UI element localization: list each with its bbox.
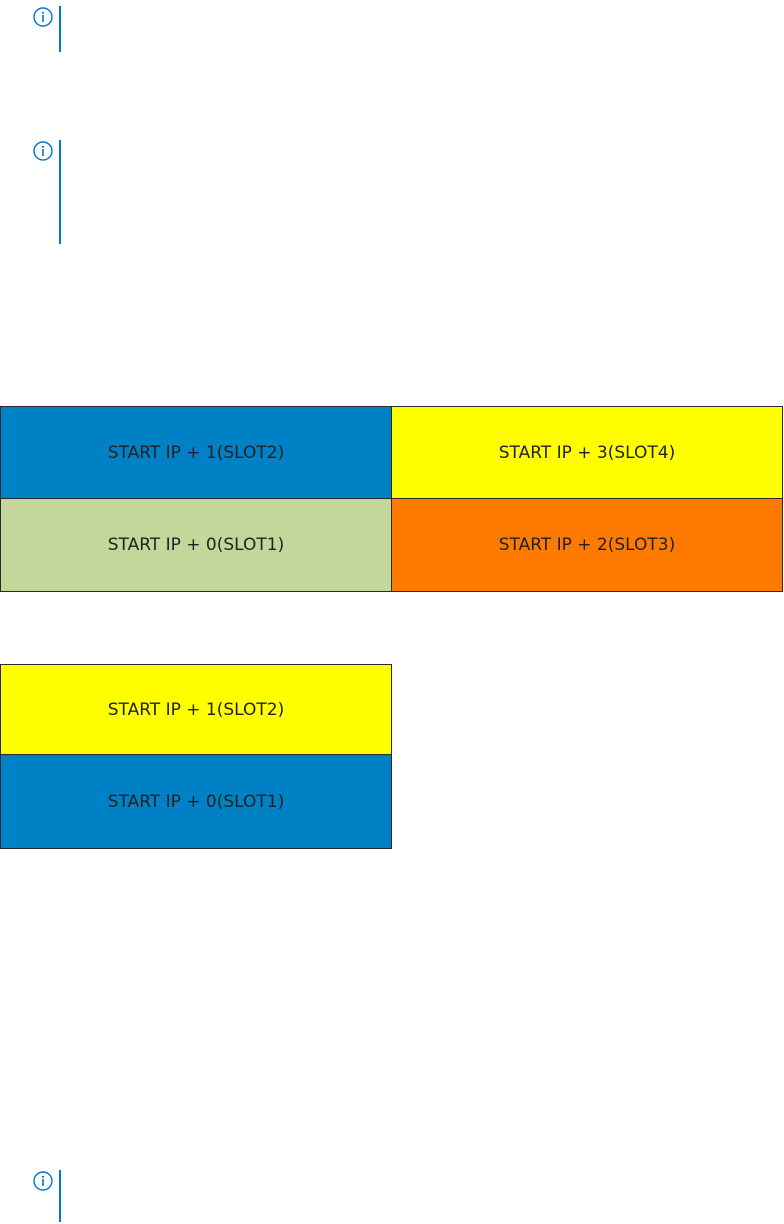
note-1 — [32, 6, 772, 52]
slot-cell: START IP + 0(SLOT1) — [1, 755, 391, 848]
slot-cell: START IP + 2(SLOT3) — [392, 499, 782, 591]
info-icon — [33, 1171, 53, 1191]
note-2 — [32, 140, 772, 244]
slot-cell: START IP + 0(SLOT1) — [1, 499, 392, 591]
slot-cell: START IP + 1(SLOT2) — [1, 665, 391, 755]
note-bar — [59, 6, 61, 52]
two-slot-diagram: START IP + 1(SLOT2) START IP + 0(SLOT1) — [0, 664, 392, 849]
four-slot-diagram: START IP + 1(SLOT2) START IP + 3(SLOT4) … — [0, 406, 783, 592]
slot-cell: START IP + 3(SLOT4) — [392, 407, 782, 499]
slot-cell: START IP + 1(SLOT2) — [1, 407, 392, 499]
info-icon — [33, 7, 53, 27]
note-bar — [59, 1170, 61, 1222]
info-icon — [33, 141, 53, 161]
note-3 — [32, 1170, 772, 1222]
note-bar — [59, 140, 61, 244]
